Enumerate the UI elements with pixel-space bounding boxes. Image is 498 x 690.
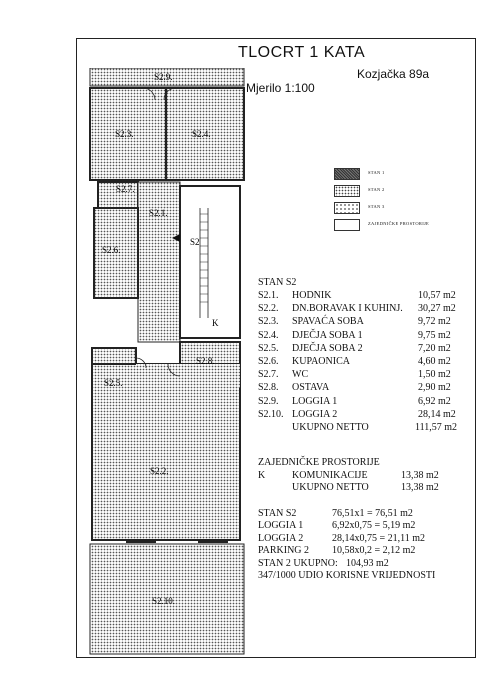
stan-row-area: 1,50 m2: [418, 369, 451, 381]
room-s2-1: [137, 181, 181, 343]
room-label-s2-10: S2.10.: [152, 596, 175, 606]
stan-heading: STAN S2: [258, 277, 297, 288]
stan-row-code: S2.8.: [258, 382, 279, 394]
room-s2-9: [89, 68, 245, 87]
legend-label-common: ZAJEDNIČKE PROSTORIJE: [368, 221, 430, 226]
stan-row-name: DJEČJA SOBA 1: [292, 329, 363, 341]
legend-label-stan-1: STAN 1: [368, 170, 385, 175]
calc-row-label: STAN S2: [258, 508, 297, 519]
calc-row-label: LOGGIA 2: [258, 532, 304, 544]
stan-row-area: 2,90 m2: [418, 382, 451, 394]
stan-row-name: KUPAONICA: [292, 356, 350, 367]
room-label-s2-7: S2.7.: [116, 184, 135, 194]
calc-share: 347/1000 UDIO KORISNE VRIJEDNOSTI: [258, 570, 436, 581]
calc-total-label: STAN 2 UKUPNO:: [258, 558, 338, 569]
common-name: KOMUNIKACIJE: [292, 470, 368, 481]
stan-row-name: DN.BORAVAK I KUHINJ.: [292, 303, 403, 315]
stan-row-name: LOGGIA 1: [292, 395, 338, 407]
room-s2-10: [89, 543, 245, 655]
legend-label-stan-3: STAN 3: [368, 204, 385, 209]
common-code: K: [258, 470, 266, 481]
room-s2-3: [89, 87, 167, 181]
stan-row-name: LOGGIA 2: [292, 408, 338, 420]
room-label-s2-4: S2.4.: [192, 129, 211, 139]
stan-row-area: 6,92 m2: [418, 395, 451, 407]
calc-row-formula: 28,14x0,75 = 21,11 m2: [332, 532, 426, 544]
stan-row-code: S2.10.: [258, 408, 284, 420]
stan-row-code: S2.2.: [258, 303, 279, 315]
room-s2-6: [93, 207, 139, 299]
stan-row-name: OSTAVA: [292, 382, 330, 394]
room-label-s2-1: S2.1.: [149, 208, 168, 218]
calc-row-label: PARKING 2: [258, 545, 310, 557]
stair-label: S2: [190, 237, 200, 247]
stan-row-area: 9,75 m2: [418, 329, 451, 341]
room-label-s2-2: S2.2.: [150, 466, 169, 476]
calc-row-formula: 6,92x0,75 = 5,19 m2: [332, 520, 416, 532]
stan-row-code: S2.9.: [258, 395, 279, 407]
stan-row-name: HODNIK: [292, 290, 332, 301]
legend-swatch-stan-3: [334, 202, 360, 214]
room-s2-2: [91, 363, 241, 541]
stan-row-code: S2.7.: [258, 369, 279, 381]
legend-swatch-stan-1: [334, 168, 360, 180]
calc-total-value: 104,93 m2: [346, 558, 389, 569]
common-area: 13,38 m2: [401, 470, 439, 481]
stan-row-area: 4,60 m2: [418, 356, 451, 367]
stan-row-area: 9,72 m2: [418, 316, 451, 328]
stan-row-code: S2.3.: [258, 316, 279, 328]
stan-row-name: WC: [292, 369, 309, 381]
stan-row-code: S2.5.: [258, 342, 279, 354]
stan-row-code: S2.4.: [258, 329, 279, 341]
stan-row-area: 28,14 m2: [418, 408, 456, 420]
stan-row-name: SPAVAĆA SOBA: [292, 316, 364, 328]
scale-label: Mjerilo 1:100: [246, 81, 315, 95]
address-label: Kozjačka 89a: [357, 67, 430, 81]
room-label-s2-5: S2.5.: [104, 378, 123, 388]
stan-row-area: 7,20 m2: [418, 342, 451, 354]
stan-row-name: DJEČJA SOBA 2: [292, 342, 363, 354]
stair-mark: K: [212, 318, 219, 328]
calc-row-label: LOGGIA 1: [258, 520, 304, 532]
calc-row-formula: 10,58x0,2 = 2,12 m2: [332, 545, 416, 557]
floor-plan: S2.9. S2.3. S2.4. S2.7. S2.1. S2.6. S2.8…: [89, 68, 245, 655]
calc-row-formula: 76,51x1 = 76,51 m2: [332, 508, 413, 519]
common-total-value: 13,38 m2: [401, 482, 439, 493]
legend-swatch-common: [334, 219, 360, 231]
room-s2-4: [165, 87, 245, 181]
legend-swatch-stan-2: [334, 185, 360, 197]
room-label-s2-3: S2.3.: [115, 129, 134, 139]
stair-core: [179, 185, 241, 339]
stan-row-code: S2.1.: [258, 290, 279, 301]
drawing-sheet-border: [76, 38, 476, 658]
stan-total-value: 111,57 m2: [415, 422, 458, 433]
room-label-s2-6: S2.6.: [102, 245, 121, 255]
common-total-label: UKUPNO NETTO: [292, 482, 369, 493]
common-heading: ZAJEDNIČKE PROSTORIJE: [258, 457, 380, 468]
stan-row-code: S2.6.: [258, 356, 279, 367]
room-label-s2-8: S2.8.: [196, 356, 215, 366]
stan-row-area: 30,27 m2: [418, 303, 456, 315]
legend-label-stan-2: STAN 2: [368, 187, 385, 192]
stan-row-area: 10,57 m2: [418, 290, 456, 301]
page-title: TLOCRT 1 KATA: [238, 44, 366, 61]
room-label-s2-9: S2.9.: [154, 72, 173, 82]
stan-total-label: UKUPNO NETTO: [292, 422, 369, 433]
